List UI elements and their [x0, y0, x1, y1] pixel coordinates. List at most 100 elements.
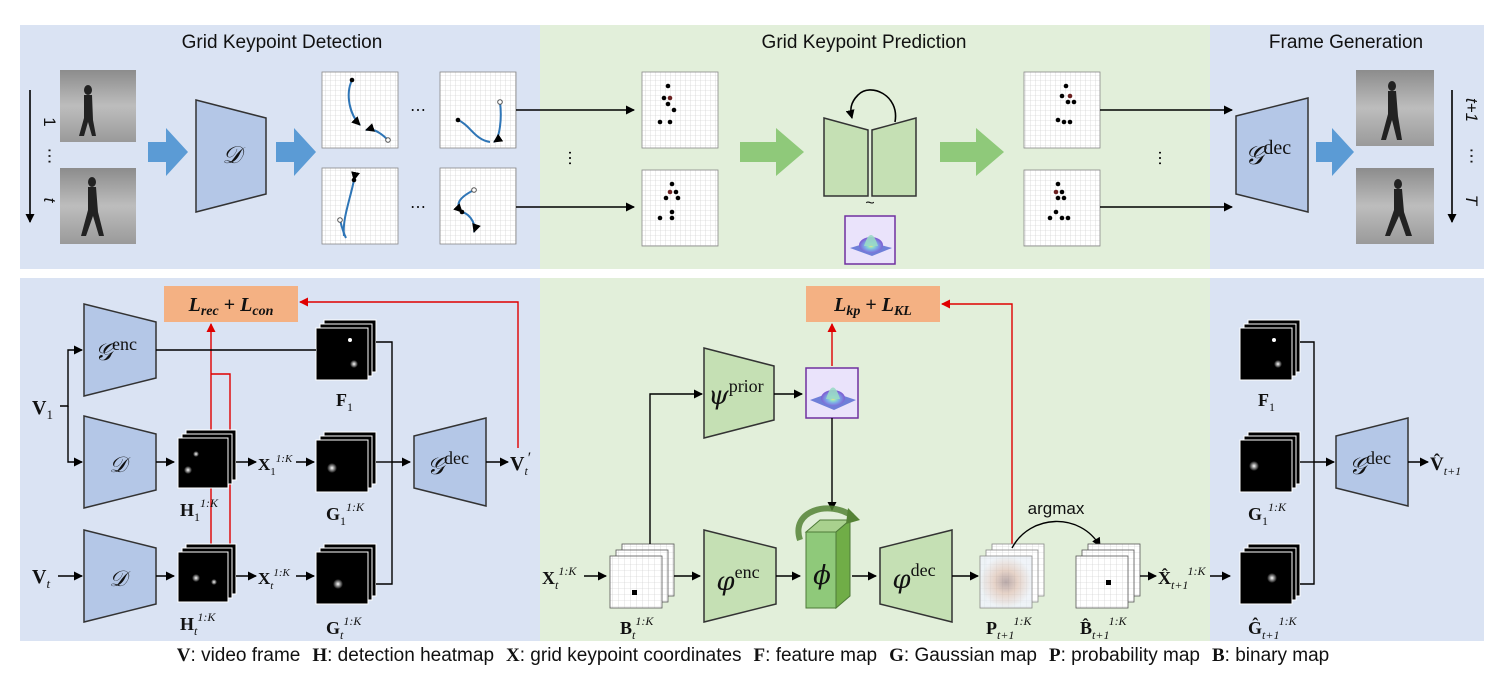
- ellipsis-grid-b: ⋯: [410, 199, 426, 216]
- binary-map-bt: [609, 543, 675, 609]
- sample-symbol: ~: [865, 195, 874, 212]
- time-start-label: 1: [40, 117, 59, 126]
- svg-text:B̂t+11:K: B̂t+11:K: [1080, 614, 1128, 642]
- time-end-label: t: [40, 198, 59, 204]
- green-arrow-2: [940, 128, 1004, 176]
- gaussian-map-g1-right: [1239, 431, 1301, 493]
- trajectory-grid-1a: [321, 71, 399, 149]
- detector-bottom-t: 𝒟: [83, 529, 157, 623]
- svg-text:𝒢dec: 𝒢dec: [1245, 137, 1291, 171]
- svg-text:𝒢dec: 𝒢dec: [427, 448, 469, 480]
- diagram-canvas: Grid Keypoint Detection Grid Keypoint Pr…: [20, 25, 1484, 642]
- legend-text: : video frame: [190, 645, 301, 666]
- green-arrow-1: [740, 128, 804, 176]
- encoder-varphi: φenc: [703, 529, 777, 623]
- detection-title: Grid Keypoint Detection: [182, 32, 383, 53]
- feature-map-f1-right: [1239, 319, 1301, 381]
- prediction-title: Grid Keypoint Prediction: [762, 32, 967, 53]
- keypoint-grid-out-t: [1023, 169, 1101, 247]
- trajectory-grid-ta: [321, 167, 399, 245]
- legend-key: F: [753, 645, 766, 666]
- gaussian-map-gt: [315, 543, 377, 605]
- binary-map-bhat: [1075, 543, 1141, 609]
- gaussian-map-ghat: [1239, 543, 1301, 605]
- detector-top: 𝒟: [195, 99, 267, 213]
- arrow-bt-psi: [649, 389, 703, 544]
- svg-text:Pt+11:K: Pt+11:K: [986, 614, 1033, 642]
- keypoint-grid-in-t: [641, 169, 719, 247]
- svg-text:𝒟: 𝒟: [109, 453, 131, 478]
- decoder-g-left: 𝒢dec: [413, 417, 487, 507]
- svg-text:Ht1:K: Ht1:K: [180, 610, 216, 638]
- svg-text:V1: V1: [32, 397, 53, 422]
- svg-text:φenc: φenc: [716, 562, 759, 597]
- legend-key: B: [1211, 645, 1225, 666]
- prior-gaussian-top: [844, 215, 896, 265]
- detector-bottom-1: 𝒟: [83, 415, 157, 509]
- argmax-label: argmax: [1028, 499, 1085, 518]
- svg-text:X̂t+11:K: X̂t+11:K: [1158, 564, 1207, 592]
- blue-arrow-3: [1316, 128, 1354, 176]
- recurrent-block-phi: ϕ: [795, 505, 860, 610]
- ellipsis-pred-in: ⋯: [561, 150, 578, 166]
- blue-arrow-1: [148, 128, 188, 176]
- legend-text: : binary map: [1224, 645, 1330, 666]
- input-frame-t: [60, 168, 136, 244]
- input-frame-1: [60, 70, 136, 142]
- ellipsis-pred-out: ⋯: [1151, 150, 1168, 166]
- probability-map-p: [979, 543, 1045, 609]
- svg-text:𝒟: 𝒟: [109, 567, 131, 592]
- recurrent-model: [823, 89, 917, 197]
- out-time-end-label: T: [1462, 195, 1481, 207]
- time-ellipsis: ⋯: [40, 148, 59, 165]
- svg-text:F1: F1: [1258, 390, 1275, 414]
- svg-text:Xt1:K: Xt1:K: [258, 567, 291, 592]
- generator-top: 𝒢dec: [1235, 97, 1309, 213]
- legend-key: P: [1048, 645, 1061, 666]
- output-frame-t1: [1356, 70, 1434, 146]
- loss-box-detection: Lrec + Lcon: [164, 286, 298, 322]
- svg-text:G11:K: G11:K: [1248, 500, 1287, 528]
- feature-map-f1: [315, 319, 377, 381]
- svg-text:Vt′: Vt′: [510, 450, 531, 478]
- heatmap-h1: [177, 429, 237, 489]
- svg-text:V̂t+1: V̂t+1: [1430, 454, 1461, 478]
- svg-text:ψprior: ψprior: [708, 376, 763, 411]
- argmax-arrow: [1011, 520, 1101, 549]
- svg-text:Bt1:K: Bt1:K: [620, 614, 654, 642]
- legend-item: X: grid keypoint coordinates: [506, 645, 742, 666]
- legend-key: X: [506, 645, 520, 666]
- legend-item: G: Gaussian map: [889, 645, 1037, 666]
- decoder-g-right: 𝒢dec: [1335, 417, 1409, 507]
- out-time-start-label: t+1: [1462, 98, 1481, 122]
- legend-text: : probability map: [1060, 645, 1200, 666]
- svg-text:G11:K: G11:K: [326, 500, 365, 528]
- ellipsis-grid-a: ⋯: [410, 102, 426, 119]
- output-frame-T: [1356, 168, 1434, 244]
- legend: V: video frame H: detection heatmap X: gri…: [0, 645, 1506, 667]
- input-time-axis: 1 ⋯ t: [25, 90, 59, 223]
- trajectory-grid-1b: [439, 71, 517, 149]
- legend-key: H: [312, 645, 328, 666]
- merge-bracket-right: [1300, 341, 1335, 585]
- trajectory-grid-tb: [439, 167, 517, 245]
- legend-text: : detection heatmap: [327, 645, 495, 666]
- legend-item: H: detection heatmap: [312, 645, 494, 666]
- svg-text:Lkp + LKL: Lkp + LKL: [833, 294, 912, 319]
- legend-item: F: feature map: [754, 645, 878, 666]
- legend-item: V: video frame: [177, 645, 301, 666]
- blue-arrow-2: [276, 128, 316, 176]
- legend-text: : feature map: [765, 645, 878, 666]
- v1-input-lines: [60, 345, 83, 467]
- decoder-varphi: φdec: [879, 529, 953, 623]
- gaussian-map-g1: [315, 431, 377, 493]
- svg-text:Ĝt+11:K: Ĝt+11:K: [1248, 614, 1298, 642]
- legend-text: : grid keypoint coordinates: [519, 645, 742, 666]
- legend-item: B: binary map: [1212, 645, 1329, 666]
- svg-text:𝒢dec: 𝒢dec: [1349, 448, 1391, 480]
- keypoint-grid-out-1: [1023, 71, 1101, 149]
- feedback-lines-prediction: [827, 299, 1013, 548]
- svg-text:φdec: φdec: [892, 560, 935, 595]
- legend-text: : Gaussian map: [903, 645, 1037, 666]
